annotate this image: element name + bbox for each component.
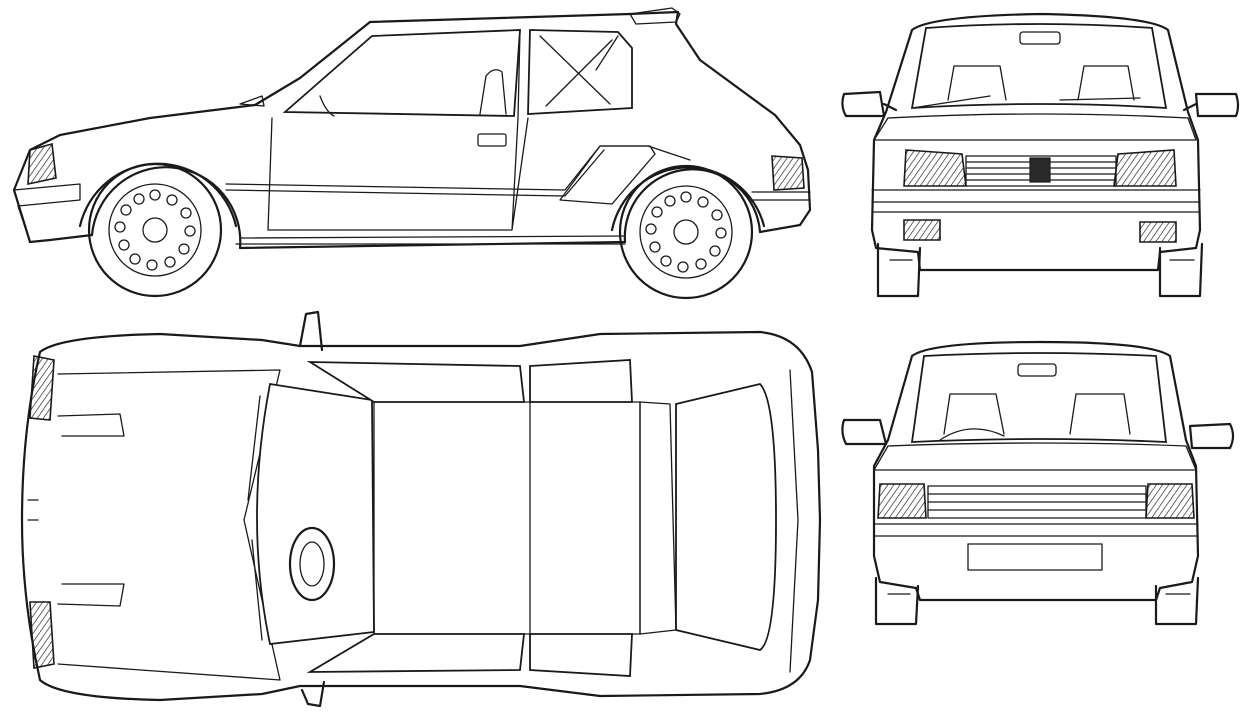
- side-body-outline: [12, 10, 812, 250]
- top-front-light-left: [29, 355, 55, 421]
- top-mirror-right: [300, 680, 326, 708]
- rear-wheel-right: [1154, 576, 1200, 626]
- side-front-wheel: [87, 162, 223, 298]
- side-taillight: [771, 155, 805, 191]
- front-view: [841, 12, 1240, 298]
- top-rear-window: [675, 383, 777, 651]
- top-wipers: [247, 395, 263, 641]
- front-windscreen: [910, 23, 1168, 109]
- top-steering-wheel: [288, 526, 336, 602]
- front-wipers: [911, 95, 1141, 109]
- front-bumper: [871, 189, 1201, 213]
- rear-taillight-right: [1145, 483, 1195, 519]
- top-rear-spoiler: [639, 401, 677, 635]
- rear-taillight-left: [877, 483, 927, 519]
- front-fog-light-left: [903, 219, 941, 241]
- front-body-outline: [870, 12, 1202, 272]
- side-rear-wheel: [618, 164, 754, 300]
- front-badge-lion: [1029, 157, 1051, 183]
- rear-view: [841, 340, 1235, 626]
- top-view: [20, 310, 822, 708]
- side-roll-cage: [539, 35, 619, 107]
- front-rear-view-mirror: [1019, 31, 1061, 45]
- rear-body-outline: [872, 340, 1200, 602]
- top-rear-end: [789, 369, 799, 673]
- rear-brake-light: [1017, 363, 1057, 377]
- side-front-bumper: [13, 183, 81, 243]
- side-steering-wheel: [319, 95, 335, 117]
- front-mirror-right: [1182, 92, 1240, 118]
- top-side-window-right: [306, 633, 526, 673]
- front-fog-light-right: [1139, 221, 1177, 243]
- rear-hatch-line: [873, 442, 1197, 471]
- side-view: [12, 7, 812, 300]
- rear-wheel-left: [874, 576, 920, 626]
- top-side-window-left: [306, 361, 526, 403]
- side-rear-bumper: [751, 191, 811, 201]
- side-trim-strip: [225, 145, 691, 191]
- rear-seat-left: [943, 393, 1005, 435]
- side-headlight: [27, 142, 57, 186]
- rear-mirror-left: [841, 418, 888, 446]
- top-body-outline: [20, 330, 822, 702]
- rear-steering-wheel: [939, 428, 1005, 441]
- side-rear-arch: [610, 166, 766, 232]
- side-front-window: [282, 29, 521, 117]
- front-wheel-left: [876, 242, 922, 298]
- rear-window: [910, 352, 1168, 443]
- side-door-outline: [267, 29, 529, 231]
- rear-seat-right: [1069, 393, 1131, 435]
- top-front-light-right: [29, 601, 55, 669]
- top-mirror-left: [298, 310, 324, 352]
- top-roof: [373, 401, 641, 635]
- top-side-window-rear-right: [529, 633, 633, 677]
- side-seat: [479, 69, 507, 115]
- side-mirror: [239, 95, 265, 107]
- front-seat-left: [947, 65, 1007, 101]
- front-headlight-right: [1113, 149, 1177, 187]
- rear-plate-recess: [967, 543, 1103, 571]
- side-rear-spoiler: [629, 7, 681, 25]
- front-wheel-right: [1158, 242, 1204, 298]
- side-front-arch: [78, 162, 238, 228]
- top-windscreen: [256, 382, 375, 645]
- side-door-handle: [477, 133, 507, 147]
- rear-mirror-right: [1188, 422, 1235, 450]
- side-sill: [235, 235, 626, 245]
- top-side-window-rear-left: [529, 359, 633, 403]
- front-mirror-left: [841, 90, 898, 118]
- top-bonnet-panel: [57, 413, 125, 607]
- side-air-intake: [559, 145, 656, 205]
- top-bonnet: [57, 369, 281, 681]
- front-seat-right: [1077, 65, 1135, 101]
- front-bonnet: [873, 113, 1197, 141]
- rear-bumper: [873, 523, 1199, 537]
- rear-center-panel: [927, 485, 1147, 519]
- front-headlight-left: [903, 149, 967, 187]
